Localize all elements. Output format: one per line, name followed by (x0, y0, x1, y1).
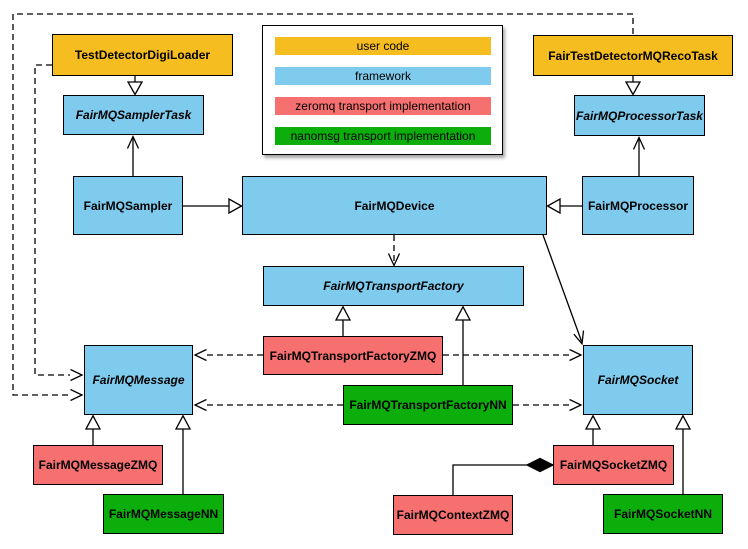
inheritance-messagezmq-message (84, 414, 102, 445)
association-sampler-samplertask (126, 134, 140, 176)
class-label: FairMQMessageNN (108, 507, 219, 521)
class-box-fairmqdevice: FairMQDevice (242, 176, 547, 235)
composition-diamond-icon (525, 457, 555, 473)
class-label: FairMQProcessor (587, 198, 689, 213)
class-box-fairmqmessagezmq: FairMQMessageZMQ (33, 445, 163, 485)
class-label: FairMQTransportFactory (323, 279, 464, 293)
dependency-factorynn-message (193, 398, 343, 412)
inheritance-sampler-device (183, 197, 243, 215)
inheritance-messagenn-message (174, 414, 192, 494)
inheritance-factoryzmq-factory (334, 305, 352, 336)
class-box-fairmqtransportfactory: FairMQTransportFactory (263, 266, 524, 306)
class-label: FairMQSampler (83, 198, 173, 213)
inheritance-processor-device (546, 197, 582, 215)
class-label: FairMQMessageZMQ (38, 458, 158, 472)
class-box-fairmqcontextzmq: FairMQContextZMQ (393, 495, 513, 535)
class-box-fairmqsamplertask: FairMQSamplerTask (63, 95, 204, 135)
inheritance-socketzmq-socket (584, 414, 602, 445)
class-label: FairMQDevice (354, 198, 435, 213)
class-label: FairMQSocket (597, 373, 679, 387)
legend-item-user-code: user code (275, 37, 491, 55)
class-label: FairMQSocketZMQ (559, 458, 668, 472)
association-device-socket (542, 234, 585, 346)
class-box-fairmqsocket: FairMQSocket (583, 345, 693, 415)
legend-label: framework (354, 69, 411, 83)
class-label: FairMQSocketNN (613, 507, 713, 521)
class-box-fairmqtransportfactoryzmq: FairMQTransportFactoryZMQ (263, 336, 443, 375)
dependency-factorynn-socket (513, 398, 583, 412)
class-label: FairMQTransportFactoryNN (349, 398, 507, 412)
dependency-device-factory (387, 235, 401, 268)
class-label: FairTestDetectorMQRecoTask (548, 48, 718, 63)
class-box-fairmqmessagenn: FairMQMessageNN (103, 494, 224, 534)
dependency-factoryzmq-message (193, 348, 263, 362)
dependency-recotask-message (12, 13, 634, 402)
class-box-fairmqprocessor: FairMQProcessor (582, 176, 694, 235)
class-label: FairMQSamplerTask (75, 108, 192, 122)
class-box-testdetectordigiloader: TestDetectorDigiLoader (52, 34, 233, 76)
legend-label: user code (356, 39, 410, 53)
legend-item-zeromq: zeromq transport implementation (275, 97, 491, 115)
class-label: FairMQMessage (92, 373, 185, 387)
class-box-fairmqsocketzmq: FairMQSocketZMQ (553, 445, 674, 485)
inheritance-digiloader-samplertask (126, 76, 144, 96)
dependency-digiloader-message (34, 64, 84, 382)
legend-box: user code framework zeromq transport imp… (262, 25, 503, 155)
class-box-fairmqmessage: FairMQMessage (84, 345, 193, 415)
class-box-fairmqtransportfactorynn: FairMQTransportFactoryNN (343, 385, 513, 425)
dependency-factoryzmq-socket (443, 348, 583, 362)
class-label: FairMQContextZMQ (396, 508, 510, 522)
class-label: TestDetectorDigiLoader (74, 48, 211, 62)
class-label: FairMQTransportFactoryZMQ (269, 348, 437, 363)
class-box-fairtestdetectormqrecotask: FairTestDetectorMQRecoTask (533, 35, 733, 76)
inheritance-socketnn-socket (674, 414, 692, 494)
composition-contextzmq-socketzmq (452, 457, 555, 495)
legend-item-framework: framework (275, 67, 491, 85)
inheritance-recotask-processortask (624, 76, 642, 96)
class-label: FairMQProcessorTask (576, 108, 703, 123)
class-box-fairmqsampler: FairMQSampler (73, 176, 183, 235)
legend-label: nanomsg transport implementation (290, 129, 476, 143)
class-box-fairmqprocessortask: FairMQProcessorTask (574, 95, 705, 136)
inheritance-factorynn-factory (454, 305, 472, 385)
legend-item-nanomsg: nanomsg transport implementation (275, 127, 491, 145)
association-processor-processortask (632, 135, 646, 176)
legend-label: zeromq transport implementation (295, 99, 471, 113)
class-box-fairmqsocketnn: FairMQSocketNN (603, 494, 723, 534)
